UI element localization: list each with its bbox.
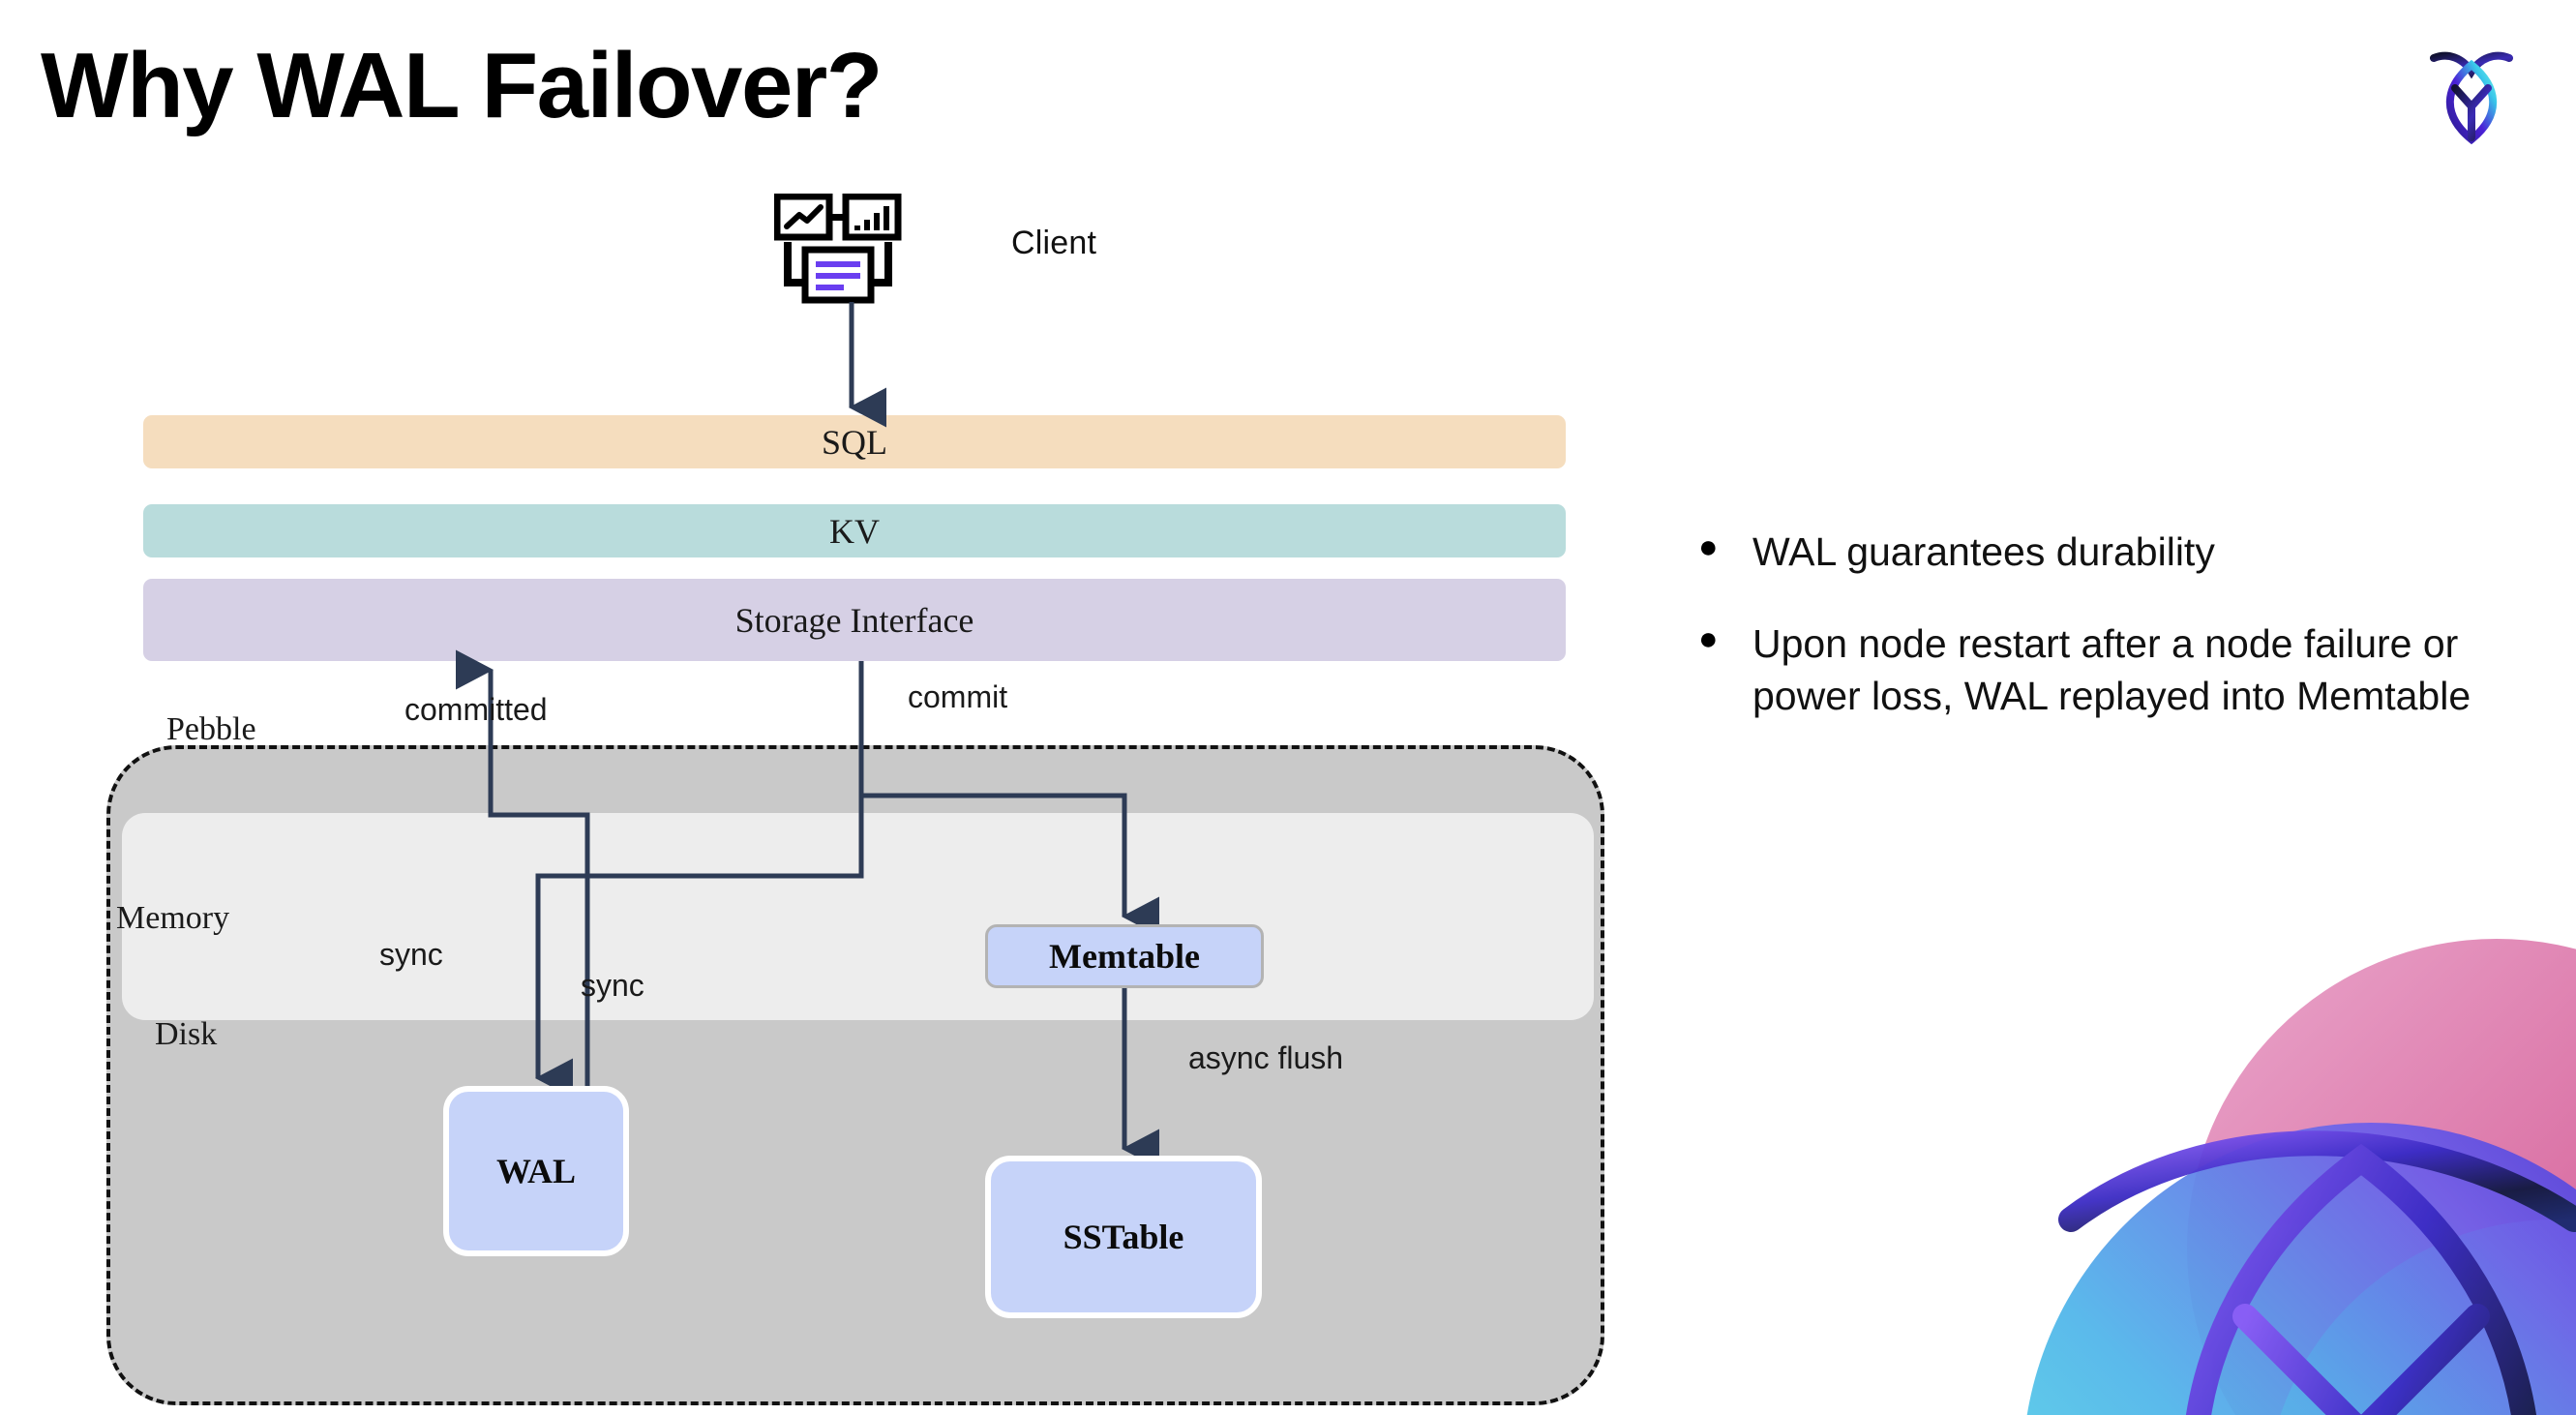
layer-sql-label: SQL [821,422,887,462]
bullet-list: ● WAL guarantees durability ● Upon node … [1698,526,2511,762]
layer-storage-interface-label: Storage Interface [734,600,974,640]
bar-chart-icon [842,193,902,241]
node-wal: WAL [443,1086,629,1256]
cockroach-labs-logo-icon [2417,33,2526,147]
list-item: ● WAL guarantees durability [1698,526,2511,579]
bullet-dot-icon: ● [1698,528,1719,565]
pebble-container [106,745,1604,1405]
node-memtable-label: Memtable [1049,937,1200,976]
line-chart-icon [773,193,833,241]
node-sstable: SSTable [985,1156,1262,1318]
memory-region [122,813,1594,1020]
layer-kv: KV [143,504,1566,557]
client-monitoring-dashboard-icon [773,193,929,305]
list-item: ● Upon node restart after a node failure… [1698,617,2511,723]
node-memtable: Memtable [985,924,1264,988]
edge-label-sync-right: sync [581,968,644,1003]
pebble-label: Pebble [166,711,256,747]
node-wal-label: WAL [495,1152,577,1190]
decorative-circles-logo-art [1955,929,2576,1415]
document-lines-icon [801,246,875,304]
client-label: Client [1011,225,1097,261]
edge-label-commit: commit [908,679,1008,714]
edge-label-committed: committed [404,692,548,727]
node-sstable-label: SSTable [1063,1218,1184,1256]
bullet-text: WAL guarantees durability [1752,529,2215,574]
edge-label-sync-left: sync [379,937,443,972]
bullet-dot-icon: ● [1698,619,1719,657]
page-title: Why WAL Failover? [41,34,883,137]
layer-sql: SQL [143,415,1566,468]
bullet-text: Upon node restart after a node failure o… [1752,620,2471,719]
layer-kv-label: KV [829,511,880,551]
edge-label-async-flush: async flush [1188,1040,1344,1075]
disk-label: Disk [155,1016,218,1052]
layer-storage-interface: Storage Interface [143,579,1566,661]
memory-label: Memory [116,900,230,936]
